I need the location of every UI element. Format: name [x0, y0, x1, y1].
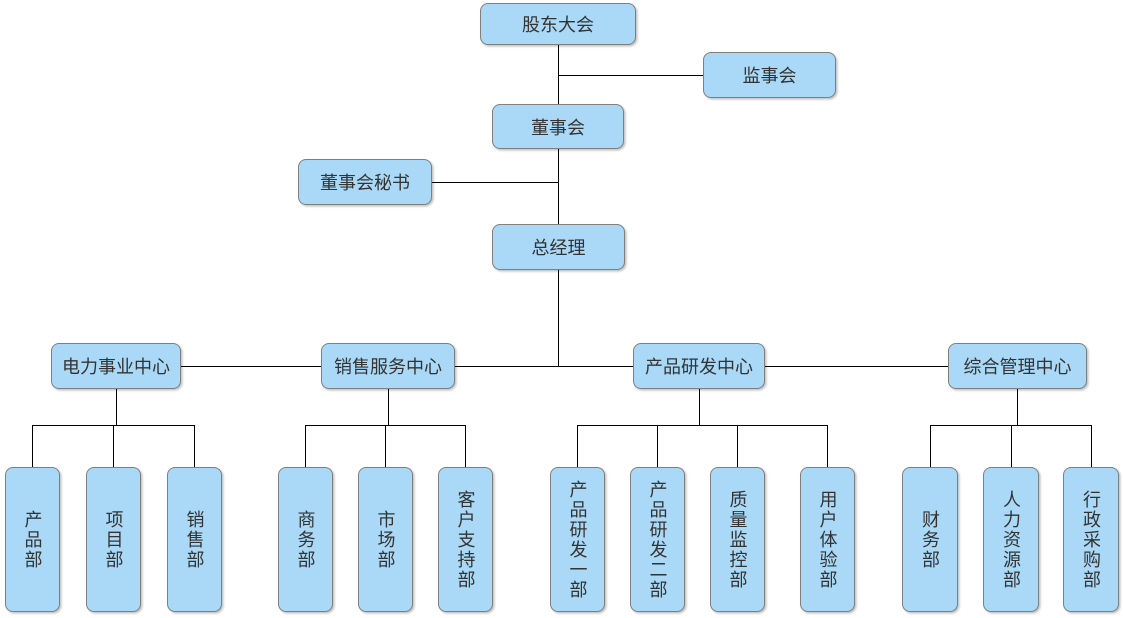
node-label: 人力资源部: [1001, 489, 1021, 590]
connector-center2-drop: [388, 389, 389, 425]
connector-center3-drop: [699, 389, 700, 425]
connector-center2-child1: [305, 425, 306, 467]
connector-branch-board-secretary: [432, 182, 558, 183]
node-label: 监事会: [742, 66, 797, 86]
connector-center3-child2: [657, 425, 658, 467]
node-label: 用户体验部: [817, 489, 838, 590]
connector-general-manager-to-trunk: [558, 270, 559, 366]
node-label: 客户支持部: [455, 489, 476, 590]
connector-center2-child3: [465, 425, 466, 467]
node-general-manager[interactable]: 总经理: [492, 224, 625, 270]
node-label: 股东大会: [522, 15, 594, 35]
node-label: 产品研发中心: [645, 357, 753, 377]
connector-centers-trunk: [181, 366, 948, 367]
node-label: 董事会: [531, 117, 585, 138]
connector-center3-child1: [577, 425, 578, 467]
connector-center3-rail: [577, 425, 827, 426]
connector-board-to-general-manager: [558, 149, 559, 224]
node-dept-human-resources[interactable]: 人力资源部: [983, 467, 1039, 612]
node-supervisory-board[interactable]: 监事会: [703, 52, 836, 98]
node-dept-sales[interactable]: 销售部: [167, 467, 222, 612]
connector-center3-child4: [827, 425, 828, 467]
node-label: 行政采购部: [1081, 489, 1101, 590]
node-label: 销售部: [184, 509, 205, 570]
node-label: 产品部: [22, 509, 43, 570]
node-dept-finance[interactable]: 财务部: [902, 467, 958, 612]
node-label: 财务部: [920, 509, 940, 570]
node-dept-customer-support[interactable]: 客户支持部: [438, 467, 493, 612]
connector-branch-supervisory-board: [558, 75, 703, 76]
connector-center4-child2: [1011, 425, 1012, 467]
connector-center1-child1: [32, 425, 33, 467]
node-shareholders-meeting[interactable]: 股东大会: [480, 3, 636, 45]
connector-center4-child3: [1091, 425, 1092, 467]
node-label: 总经理: [531, 238, 586, 258]
node-label: 电力事业中心: [62, 357, 170, 377]
node-label: 董事会秘书: [320, 173, 410, 193]
node-dept-commerce[interactable]: 商务部: [278, 467, 333, 612]
node-center-power-business[interactable]: 电力事业中心: [51, 343, 181, 389]
node-label: 销售服务中心: [334, 357, 442, 377]
connector-center1-drop: [116, 389, 117, 425]
node-dept-project[interactable]: 项目部: [86, 467, 141, 612]
node-label: 质量监控部: [727, 489, 748, 590]
node-center-product-rd[interactable]: 产品研发中心: [633, 343, 765, 389]
node-board-secretary[interactable]: 董事会秘书: [298, 159, 432, 205]
connector-center4-child1: [930, 425, 931, 467]
connector-center1-child3: [194, 425, 195, 467]
node-label: 产品研发二部: [647, 479, 668, 600]
node-label: 综合管理中心: [963, 357, 1072, 377]
node-dept-admin-procurement[interactable]: 行政采购部: [1063, 467, 1119, 612]
node-dept-product[interactable]: 产品部: [5, 467, 60, 612]
connector-center4-drop: [1017, 389, 1018, 425]
node-dept-quality-control[interactable]: 质量监控部: [710, 467, 765, 612]
node-dept-user-experience[interactable]: 用户体验部: [800, 467, 855, 612]
node-dept-product-rd-1[interactable]: 产品研发一部: [550, 467, 605, 612]
node-board-of-directors[interactable]: 董事会: [492, 104, 624, 149]
node-label: 项目部: [103, 509, 124, 570]
connector-center4-rail: [930, 425, 1091, 426]
node-label: 市场部: [375, 509, 396, 570]
node-dept-marketing[interactable]: 市场部: [358, 467, 413, 612]
connector-center2-child2: [385, 425, 386, 467]
connector-shareholders-to-board: [558, 45, 559, 104]
node-center-general-management[interactable]: 综合管理中心: [948, 343, 1087, 389]
node-label: 商务部: [295, 509, 316, 570]
connector-center1-child2: [113, 425, 114, 467]
node-label: 产品研发一部: [567, 479, 588, 600]
node-center-sales-service[interactable]: 销售服务中心: [321, 343, 455, 389]
connector-center3-child3: [737, 425, 738, 467]
node-dept-product-rd-2[interactable]: 产品研发二部: [630, 467, 685, 612]
